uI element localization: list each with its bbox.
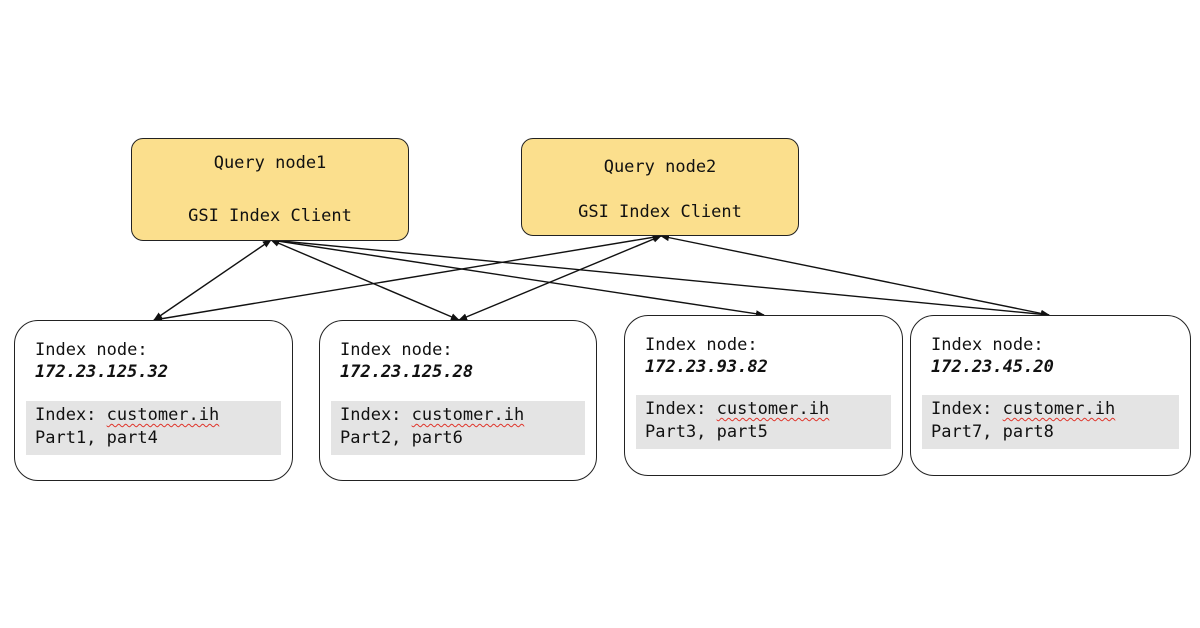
- edge-q2-i1: [153, 233, 662, 323]
- query-node-name: Query node1: [213, 153, 327, 173]
- index-node-4: Index node: 172.23.45.20 Index: customer…: [910, 315, 1191, 476]
- edge-q1-i3: [270, 237, 765, 318]
- edge-q2-i2: [458, 235, 662, 321]
- edge-q1-i1: [153, 239, 272, 321]
- query-node-1: Query node1 GSI Index Client: [131, 138, 409, 241]
- index-node-label: Index node:: [35, 340, 148, 360]
- index-info-panel: Index: customer.ih Part2, part6: [331, 401, 585, 455]
- index-name-row: Index: customer.ih: [645, 399, 829, 419]
- index-parts: Part7, part8: [931, 422, 1054, 442]
- index-name-row: Index: customer.ih: [931, 399, 1115, 419]
- query-node-client: GSI Index Client: [188, 206, 352, 226]
- index-node-label: Index node:: [645, 335, 758, 355]
- index-name-row: Index: customer.ih: [340, 405, 524, 425]
- query-node-2: Query node2 GSI Index Client: [521, 138, 799, 236]
- query-node-client: GSI Index Client: [578, 202, 742, 222]
- index-prefix: Index:: [645, 399, 717, 419]
- query-node-name: Query node2: [603, 157, 717, 177]
- index-name: customer.ih: [411, 405, 525, 425]
- index-node-ip: 172.23.125.28: [340, 362, 474, 382]
- index-prefix: Index:: [340, 405, 412, 425]
- index-info-panel: Index: customer.ih Part7, part8: [922, 395, 1179, 449]
- edge-q1-i2: [270, 239, 460, 321]
- index-parts: Part1, part4: [35, 428, 158, 448]
- index-node-ip: 172.23.45.20: [931, 357, 1054, 377]
- index-parts: Part2, part6: [340, 428, 463, 448]
- index-node-label: Index node:: [340, 340, 453, 360]
- edge-q1-i4: [270, 237, 1050, 318]
- index-node-1: Index node: 172.23.125.32 Index: custome…: [14, 320, 293, 481]
- index-name: customer.ih: [106, 405, 220, 425]
- index-name: customer.ih: [716, 399, 830, 419]
- index-prefix: Index:: [931, 399, 1003, 419]
- index-name: customer.ih: [1002, 399, 1116, 419]
- index-info-panel: Index: customer.ih Part1, part4: [26, 401, 281, 455]
- index-node-2: Index node: 172.23.125.28 Index: custome…: [319, 320, 597, 481]
- index-name-row: Index: customer.ih: [35, 405, 219, 425]
- index-info-panel: Index: customer.ih Part3, part5: [636, 395, 891, 449]
- index-prefix: Index:: [35, 405, 107, 425]
- index-node-3: Index node: 172.23.93.82 Index: customer…: [624, 315, 903, 476]
- index-node-ip: 172.23.93.82: [645, 357, 768, 377]
- index-parts: Part3, part5: [645, 422, 768, 442]
- index-node-label: Index node:: [931, 335, 1044, 355]
- index-node-ip: 172.23.125.32: [35, 362, 169, 382]
- edge-q2-i4: [660, 234, 1050, 317]
